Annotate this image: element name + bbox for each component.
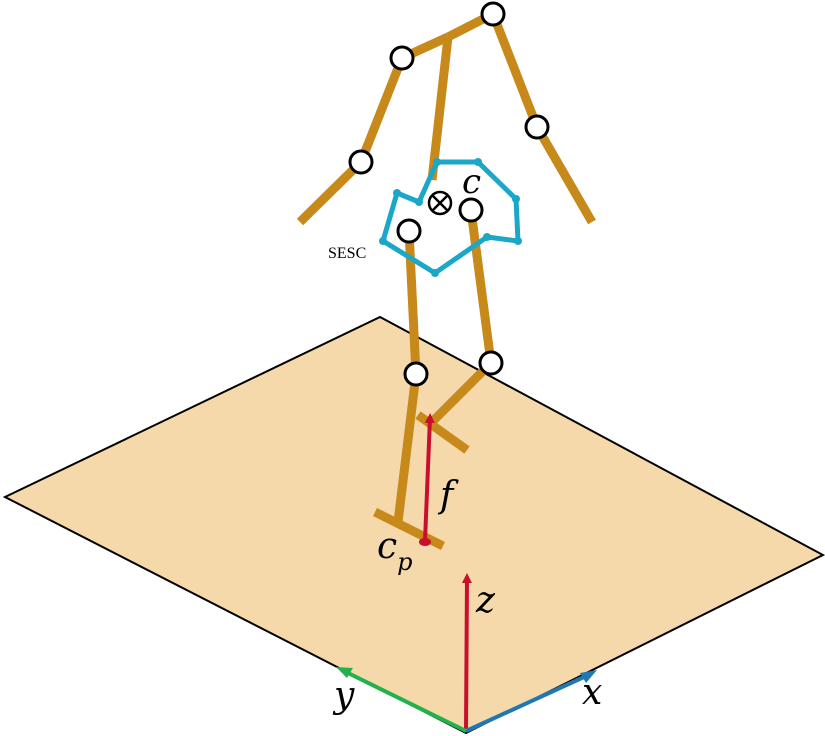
joint-right-hip-icon: [458, 197, 484, 223]
circled-times-icon: [427, 190, 453, 216]
left-forearm: [356, 56, 407, 164]
sesc-vertex: [474, 158, 482, 166]
left-shin: [393, 373, 421, 523]
joint-left-elbow-icon: [348, 149, 374, 175]
left-hand-segment: [296, 158, 365, 226]
dot-icon: [419, 538, 431, 546]
cop-label-sub: p: [397, 548, 412, 576]
joint-right-shoulder-icon: [480, 1, 506, 27]
cop-label-main: c: [377, 526, 397, 567]
right-upper-arm: [488, 12, 542, 129]
sesc-vertices: [379, 158, 522, 277]
axis-y-arrowhead: [336, 667, 353, 678]
sesc-vertex: [483, 233, 491, 241]
sesc-vertex: [415, 198, 423, 206]
joint-left-hip-icon: [396, 218, 422, 244]
left-foot: [372, 507, 446, 551]
force-arrow: [423, 413, 435, 542]
right-forearm: [533, 124, 596, 225]
sesc-vertex: [512, 195, 520, 203]
axis-y-line: [347, 671, 467, 733]
ground-plane: [2, 315, 825, 735]
joint-right-knee-icon: [478, 350, 504, 376]
torso-segment: [427, 36, 453, 181]
sesc-label: SESC: [328, 245, 366, 262]
sesc-vertex: [514, 237, 522, 245]
cop-label: cp: [377, 526, 413, 576]
right-shin: [428, 359, 495, 426]
sesc-vertex: [379, 237, 387, 245]
joint-markers: [348, 1, 550, 387]
humanoid-skeleton: [296, 9, 596, 551]
com-label: c: [462, 162, 481, 202]
axis-x-arrowhead: [580, 670, 597, 683]
sesc-vertex: [433, 158, 441, 166]
axis-x-line: [465, 675, 585, 733]
joint-left-knee-icon: [403, 361, 429, 387]
sesc-polygon: [380, 159, 521, 276]
axis-z-arrow: [461, 573, 472, 732]
axis-x-label: x: [582, 672, 602, 713]
right-thigh: [466, 209, 496, 364]
sesc-vertex: [431, 269, 439, 277]
axis-z-label: z: [475, 580, 496, 621]
sesc-vertex: [393, 189, 401, 197]
joint-left-shoulder-icon: [389, 45, 415, 71]
axis-y-label: y: [332, 675, 355, 716]
joint-right-elbow-icon: [524, 114, 550, 140]
